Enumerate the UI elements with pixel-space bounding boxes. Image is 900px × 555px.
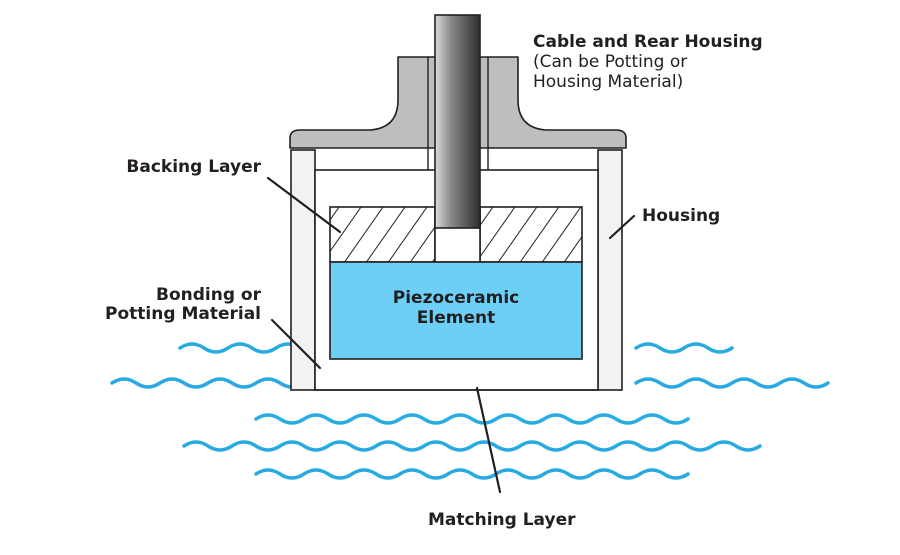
sound-wave-icon [182, 440, 762, 452]
housing-wall-right [597, 149, 623, 391]
housing-wall-left [290, 149, 316, 391]
cable-label: Cable and Rear Housing [533, 32, 763, 52]
sound-wave-icon [634, 342, 734, 354]
leader-backing-layer [266, 176, 342, 234]
leader-matching-layer [475, 386, 502, 494]
matching-layer-label: Matching Layer [428, 510, 576, 530]
backing-layer-right [479, 206, 583, 263]
leader-housing [608, 214, 636, 240]
cable-note-line-2: Housing Material) [533, 72, 684, 92]
sound-waves [110, 342, 830, 480]
cable-icon [434, 14, 481, 229]
bonding-label-line-1: Bonding or [156, 285, 261, 305]
piezo-label-line-1: Piezoceramic [392, 288, 520, 308]
backing-layer-label: Backing Layer [126, 157, 261, 177]
piezo-label-line-2: Element [416, 308, 496, 328]
bonding-label-line-2: Potting Material [105, 304, 261, 324]
sound-wave-icon [254, 413, 690, 425]
sound-wave-icon [254, 468, 690, 480]
leader-bonding [270, 318, 322, 370]
piezoceramic-element [329, 261, 583, 360]
backing-layer-left [329, 206, 436, 263]
sound-wave-icon [634, 377, 830, 389]
cable-note-line-1: (Can be Potting or [533, 52, 688, 72]
housing-label: Housing [642, 206, 721, 226]
sound-wave-icon [110, 377, 306, 389]
